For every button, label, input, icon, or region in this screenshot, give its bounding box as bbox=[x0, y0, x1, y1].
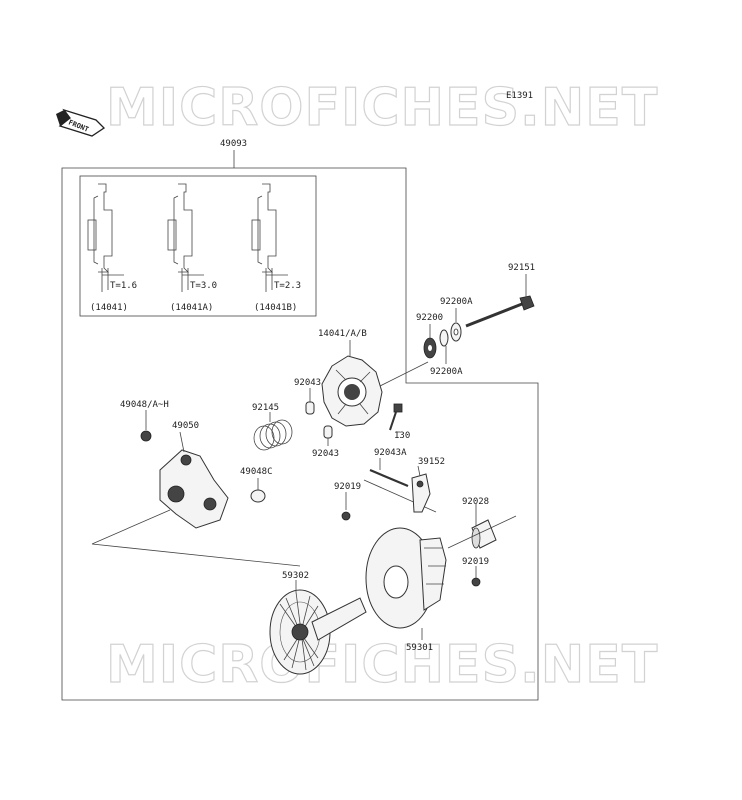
watermark-top: MICROFICHES.NET bbox=[106, 78, 658, 138]
inset-14041A-part: (14041A) bbox=[170, 303, 213, 313]
label-14041AB: 14041/A/B bbox=[318, 329, 367, 339]
label-92028: 92028 bbox=[462, 497, 489, 507]
label-92043-top: 92043 bbox=[294, 378, 321, 388]
part-14041-spider bbox=[321, 340, 383, 427]
label-49048C: 49048C bbox=[240, 467, 273, 477]
label-92043-bottom: 92043 bbox=[312, 449, 339, 459]
inset-14041A: T=3.0 (14041A) bbox=[167, 183, 217, 313]
inset-14041A-thickness: T=3.0 bbox=[190, 281, 217, 291]
label-130: 130 bbox=[394, 431, 410, 441]
diagram-code: E1391 bbox=[506, 91, 533, 101]
part-92028-bushing bbox=[447, 504, 517, 549]
part-92043-pin-top bbox=[305, 388, 315, 415]
inset-14041B-part: (14041B) bbox=[254, 303, 297, 313]
part-49050-weight-arm bbox=[159, 431, 229, 529]
leader-spider-bolt bbox=[379, 361, 429, 387]
inset-14041B-thickness: T=2.3 bbox=[274, 281, 301, 291]
part-49048-nut bbox=[140, 410, 152, 442]
part-59302-fixed-sheave bbox=[269, 580, 367, 675]
assembly-label: 49093 bbox=[220, 139, 247, 149]
part-92200-gear-washer bbox=[423, 324, 437, 359]
label-92145: 92145 bbox=[252, 403, 279, 413]
leader-weight-arm bbox=[91, 509, 301, 567]
part-49048C-roller bbox=[250, 478, 266, 503]
part-39152-arm bbox=[411, 465, 431, 513]
label-92200A-top: 92200A bbox=[440, 297, 473, 307]
inset-14041: T=1.6 (14041) bbox=[87, 183, 137, 313]
watermark-bottom: MICROFICHES.NET bbox=[106, 635, 658, 695]
part-92200A-washer bbox=[450, 308, 462, 342]
inset-14041B: T=2.3 (14041B) bbox=[251, 183, 301, 313]
label-92151: 92151 bbox=[508, 263, 535, 273]
part-92200A-washer-2 bbox=[439, 329, 449, 364]
part-59301-movable-sheave bbox=[365, 527, 447, 640]
label-92019-right: 92019 bbox=[462, 557, 489, 567]
label-92200A-bottom: 92200A bbox=[430, 367, 463, 377]
inset-14041-part: (14041) bbox=[90, 303, 128, 313]
part-92019-nut-right bbox=[471, 566, 481, 587]
label-39152: 39152 bbox=[418, 457, 445, 467]
label-49050: 49050 bbox=[172, 421, 199, 431]
label-92043A: 92043A bbox=[374, 448, 407, 458]
part-92043-pin-bottom bbox=[323, 425, 333, 446]
part-92019-nut-left bbox=[341, 492, 351, 521]
label-49048AH: 49048/A~H bbox=[120, 400, 169, 410]
label-59302: 59302 bbox=[282, 571, 309, 581]
label-59301: 59301 bbox=[406, 643, 433, 653]
label-92200: 92200 bbox=[416, 313, 443, 323]
assembly-frame: 49093 bbox=[61, 139, 539, 701]
inset-box: T=1.6 (14041) T=3.0 (14041A) T=2.3 (1404… bbox=[79, 175, 317, 317]
inset-14041-thickness: T=1.6 bbox=[110, 281, 137, 291]
label-92019-left: 92019 bbox=[334, 482, 361, 492]
part-130-bolt bbox=[389, 403, 403, 433]
front-arrow-icon: FRONT bbox=[56, 108, 106, 137]
part-92151-bolt bbox=[465, 274, 535, 328]
part-92145-spring bbox=[253, 412, 293, 451]
